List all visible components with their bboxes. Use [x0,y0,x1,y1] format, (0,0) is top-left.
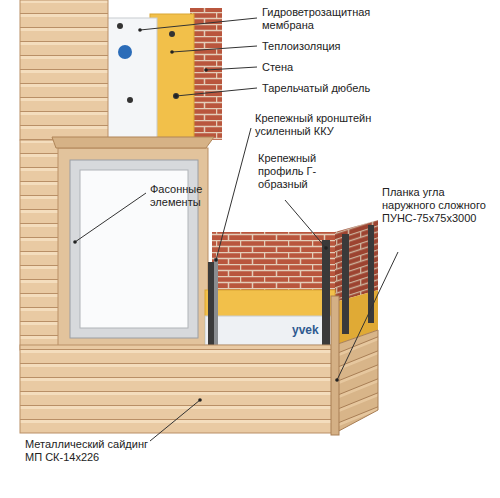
corner-trim [331,296,339,435]
callout-label: Теплоизоляция [262,40,392,53]
dowel [127,97,133,103]
siding-panel [20,345,335,433]
corner-cutaway [205,220,378,346]
dowel [117,23,123,29]
siding-panel [20,0,108,140]
siding-panel [20,140,60,350]
window-trim [58,148,208,348]
leader-line [216,128,251,260]
siding-panel [335,330,378,433]
callout-label: Гидроветрозащитная мембрана [262,6,392,32]
leader-line [337,252,398,380]
bracket [322,240,330,346]
bracket [208,262,214,346]
profile [214,258,218,346]
leader-line [285,200,326,248]
callout-label: Планка угла наружного сложного ПУНС-75х7… [382,186,494,226]
leader-line [75,193,146,242]
upper-wall-section [20,0,222,140]
window [20,137,214,350]
callout-label: Крепежный кронштейн усиленный ККУ [255,112,380,138]
leader-line [140,18,257,30]
insulation [205,290,335,345]
membrane-brand: yvek [292,323,332,337]
leader-line [150,400,200,441]
callout-label: Крепежный профиль Г-образный [258,152,333,192]
callout-label: Фасонные элементы [150,183,222,209]
callout-label: Стена [262,61,392,74]
leader-line [172,46,257,52]
leader-lines [75,18,398,441]
bracket [342,234,349,334]
window-head [52,137,214,148]
membrane [105,18,157,140]
callout-label: Металлический сайдинг МП СК-14х226 [25,438,153,464]
dowel [169,31,175,37]
membrane [205,316,335,345]
callout-label: Тарельчатый дюбель [262,82,412,95]
leader-line [206,67,257,70]
brick-wall [190,8,222,140]
membrane-logo [118,45,132,59]
lower-siding [20,296,378,435]
leader-line [176,88,257,96]
